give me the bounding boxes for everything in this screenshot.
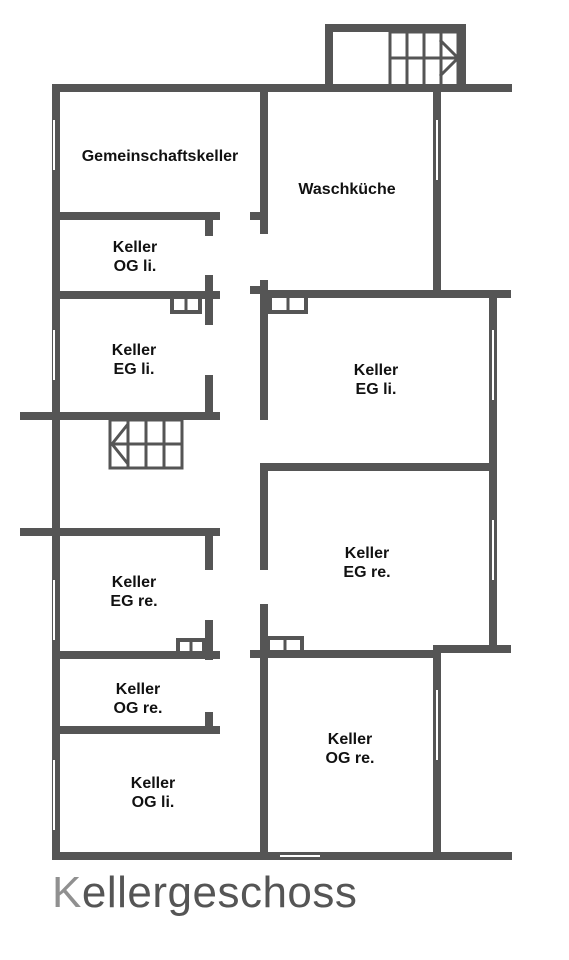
room-label-line: Keller [112, 342, 156, 359]
wall [433, 84, 441, 296]
room-label-line: EG li. [356, 381, 397, 398]
stair-left-arrow [110, 423, 130, 465]
stairs [108, 30, 461, 470]
wall [205, 530, 213, 570]
wall [260, 650, 440, 658]
room-label-line: Keller [116, 681, 160, 698]
room-label-line: Keller [112, 574, 156, 591]
room-label-line: EG li. [114, 361, 155, 378]
wall [260, 84, 268, 234]
wall [205, 620, 213, 660]
plan-title-rest: ellergeschoss [81, 868, 358, 917]
room-label-keller-og-li-top: Keller OG li. [113, 239, 157, 275]
plan-title-first-letter: K [52, 868, 82, 917]
windows [53, 120, 494, 857]
wall [325, 24, 465, 32]
wall [250, 212, 268, 220]
wall [458, 24, 466, 90]
room-label-gemeinschaftskeller: Gemeinschaftskeller [82, 148, 239, 165]
room-label-line: OG li. [114, 258, 157, 275]
wall [20, 412, 220, 420]
room-label-keller-eg-re-left: Keller EG re. [110, 574, 157, 610]
room-label-keller-og-re-left: Keller OG re. [114, 681, 163, 717]
wall [52, 84, 512, 92]
room-label-keller-og-re-right: Keller OG re. [326, 731, 375, 767]
room-label-line: EG re. [110, 593, 157, 610]
stair-top-arrow [438, 38, 461, 78]
wall [433, 645, 511, 653]
room-label-line: OG re. [114, 700, 163, 717]
wall [20, 528, 220, 536]
room-label-line: EG re. [343, 564, 390, 581]
room-label-line: Keller [345, 545, 389, 562]
room-label-keller-eg-re-right: Keller EG re. [343, 545, 390, 581]
room-label-line: Keller [131, 775, 175, 792]
wall [260, 466, 268, 570]
room-label-line: Keller [328, 731, 372, 748]
wall [52, 651, 220, 659]
wall [52, 84, 60, 860]
wall [260, 290, 440, 298]
wall [433, 290, 511, 298]
wall [260, 463, 497, 471]
wall [52, 291, 220, 299]
wall [205, 712, 213, 734]
wall [52, 726, 220, 734]
room-label-keller-eg-li-left: Keller EG li. [112, 342, 156, 378]
wall [250, 286, 268, 294]
wall [52, 212, 220, 220]
room-label-line: Waschküche [298, 181, 395, 198]
room-label-line: Keller [113, 239, 157, 256]
wall [260, 280, 268, 420]
room-label-line: OG re. [326, 750, 375, 767]
wall [325, 24, 333, 90]
room-label-line: Keller [354, 362, 398, 379]
wall [250, 650, 268, 658]
room-label-keller-eg-li-right: Keller EG li. [354, 362, 398, 398]
room-label-line: Gemeinschaftskeller [82, 148, 239, 165]
wall [205, 275, 213, 325]
wall [205, 375, 213, 417]
wall [205, 212, 213, 236]
room-label-keller-og-li-bottom: Keller OG li. [131, 775, 175, 811]
plan-title: Kellergeschoss [52, 868, 357, 918]
wall [260, 604, 268, 860]
room-label-waschkueche: Waschküche [298, 181, 395, 198]
room-label-line: OG li. [132, 794, 175, 811]
